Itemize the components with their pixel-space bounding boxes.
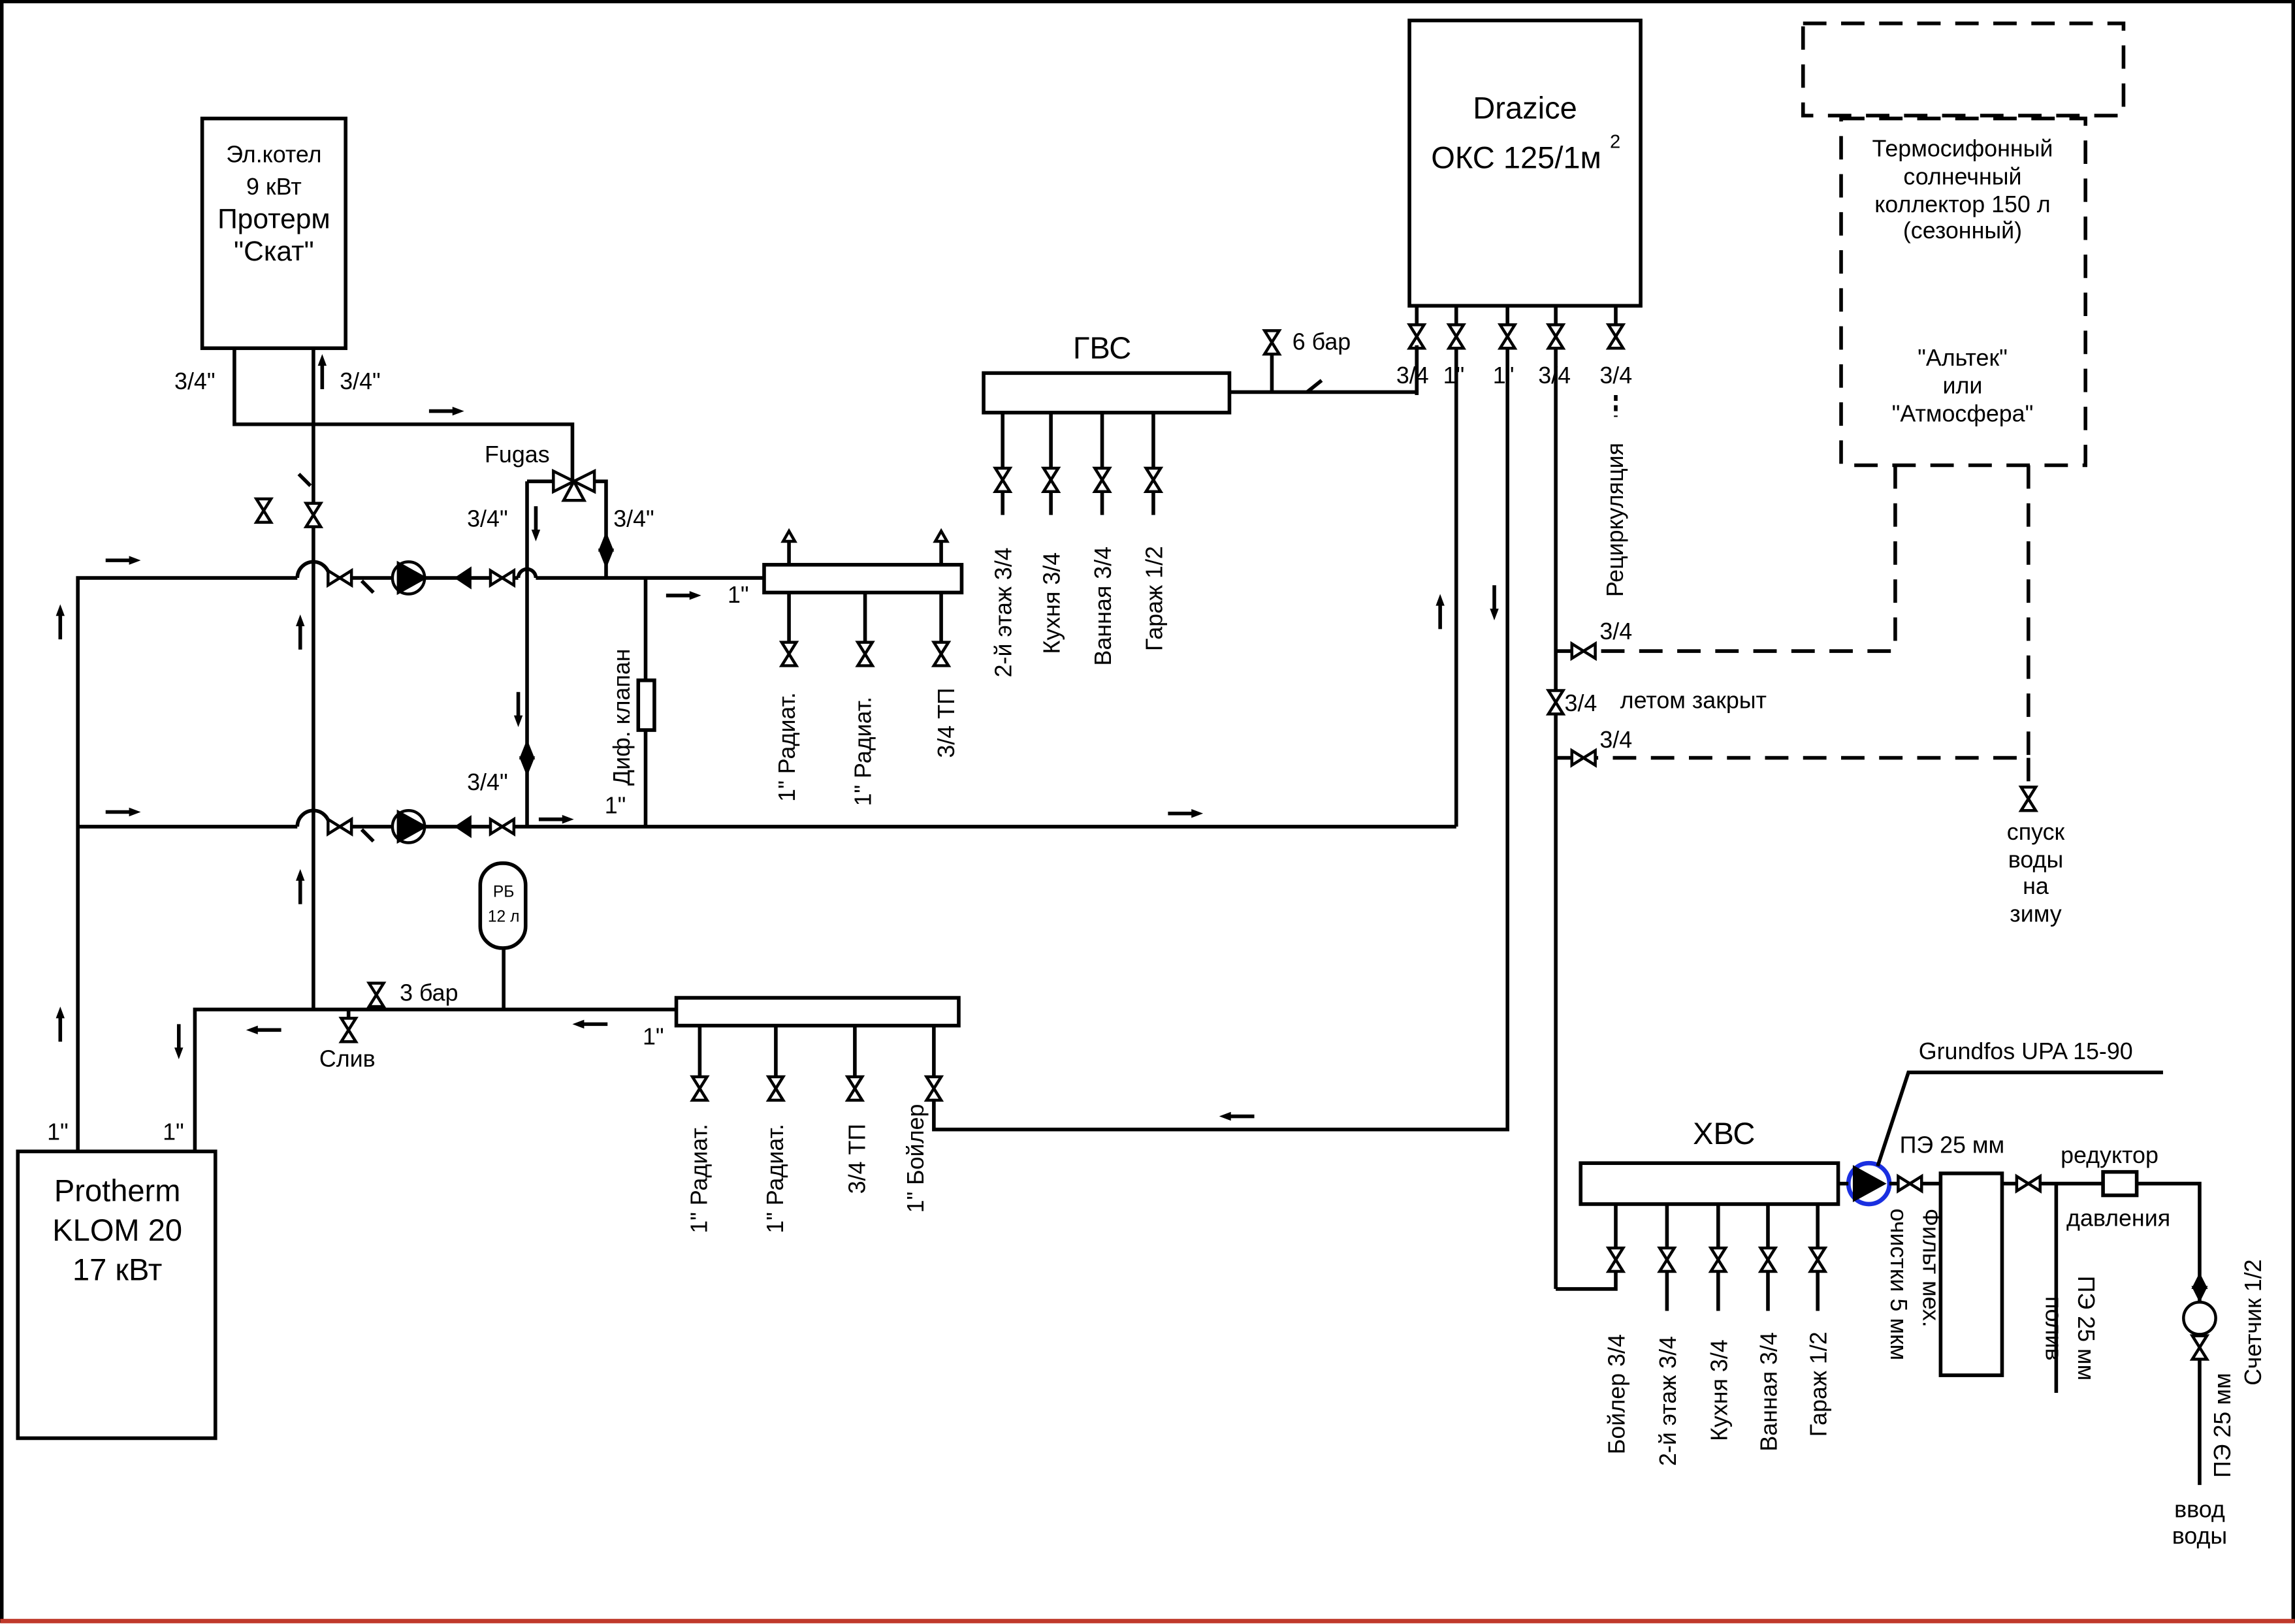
- hvs-outlets: Бойлер 3/4 2-й этаж 3/4 Кухня 3/4 Ванная…: [1603, 1203, 1832, 1466]
- gvs-outlet-2: Кухня 3/4: [1039, 552, 1065, 654]
- solar-line4: (сезонный): [1903, 217, 2022, 244]
- inlet-line1: ввод: [2174, 1496, 2225, 1522]
- main-boiler-out-size: 1": [47, 1119, 69, 1145]
- summer-closed-label: летом закрыт: [1620, 687, 1767, 713]
- el-boiler-line4: "Скат": [234, 236, 314, 267]
- bottom-heating-manifold: [674, 996, 961, 1028]
- inlet-pe-label: ПЭ 25 мм: [2209, 1373, 2236, 1478]
- irrigation-line2: ПЭ 25 мм: [2073, 1276, 2099, 1381]
- bottom-outlet-4: 1" Бойлер: [903, 1104, 929, 1213]
- reducer-line2: давления: [2066, 1205, 2170, 1232]
- drain-winter-2: воды: [2008, 847, 2063, 873]
- gvs-outlet-4: Гараж 1/2: [1141, 546, 1167, 651]
- fugas-right-size: 3/4": [613, 506, 654, 532]
- main-boiler: Protherm KLOM 20 17 кВт: [16, 1149, 217, 1441]
- tank-sup: 2: [1610, 131, 1620, 152]
- fugas-label: Fugas: [485, 441, 550, 468]
- bottom-manifold-size: 1": [643, 1024, 664, 1050]
- hvs-outlet-2: 2-й этаж 3/4: [1655, 1336, 1681, 1466]
- top-heating-outlets: 1" Радиат. 1" Радиат. 3/4 ТП: [774, 592, 959, 806]
- solar-conn-1: 3/4: [1599, 618, 1632, 645]
- filter-line2: очистки 5 мкм: [1886, 1209, 1912, 1361]
- gvs-outlet-1: 2-й этаж 3/4: [991, 547, 1017, 677]
- solar-collector: Термосифонный солнечный коллектор 150 л …: [1839, 116, 2087, 468]
- gvs-title: ГВС: [1073, 330, 1131, 365]
- gvs-outlets: 2-й этаж 3/4 Кухня 3/4 Ванная 3/4 Гараж …: [991, 412, 1167, 677]
- hvs-title: ХВС: [1693, 1116, 1755, 1151]
- water-meter: [2182, 1300, 2217, 1336]
- safety-valve-pressure: 3 бар: [400, 980, 458, 1006]
- bottom-outlet-1: 1" Радиат.: [686, 1124, 713, 1234]
- solar-conn-2: 3/4: [1599, 727, 1632, 753]
- drain-winter-3: на: [2023, 873, 2049, 899]
- gvs-manifold: [982, 371, 1232, 415]
- drain-winter-4: зиму: [2010, 901, 2061, 927]
- gvs-pressure: 6 бар: [1292, 328, 1351, 355]
- rb-volume: 12 л: [488, 908, 520, 926]
- inlet-line2: воды: [2172, 1523, 2227, 1549]
- el-boiler-out-size: 3/4": [174, 368, 216, 394]
- tank-conn-1: 3/4: [1396, 362, 1429, 389]
- expansion-tank: [478, 861, 528, 950]
- hvs-manifold: [1579, 1161, 1840, 1206]
- solar-line3: коллектор 150 л: [1874, 191, 2050, 217]
- tank-line1: Drazice: [1473, 90, 1577, 125]
- tank-conn-4: 3/4: [1538, 362, 1571, 389]
- tank-conn-3: 1": [1493, 362, 1515, 389]
- rb-label: РБ: [493, 883, 515, 900]
- solar-line5: "Альтек": [1918, 345, 2008, 371]
- el-boiler-line3: Протерм: [217, 204, 330, 235]
- top-heating-manifold: [762, 563, 964, 595]
- top-outlet-2: 1" Радиат.: [850, 697, 876, 806]
- main-boiler-in-size: 1": [163, 1119, 184, 1145]
- solar-line2: солнечный: [1903, 163, 2021, 189]
- bottom-heating-outlets: 1" Радиат. 1" Радиат. 3/4 ТП 1" Бойлер: [686, 1025, 941, 1234]
- grundfos-label: Grundfos UPA 15-90: [1919, 1038, 2133, 1064]
- el-boiler-line2: 9 кВт: [246, 174, 302, 200]
- solar-line7: "Атмосфера": [1892, 400, 2034, 426]
- filter-line1: Фильт мех.: [1918, 1209, 1944, 1328]
- electric-boiler: Эл.котел 9 кВт Протерм "Скат": [200, 116, 347, 351]
- top-outlet-3: 3/4 ТП: [933, 688, 959, 757]
- meter-label: Счетчик 1/2: [2240, 1259, 2266, 1385]
- bottom-outlet-3: 3/4 ТП: [844, 1124, 871, 1194]
- bottom-outlet-2: 1" Радиат.: [762, 1124, 788, 1234]
- reducer-line1: редуктор: [2061, 1142, 2159, 1168]
- hvs-outlet-3: Кухня 3/4: [1706, 1339, 1732, 1441]
- top-outlet-1: 1" Радиат.: [774, 692, 800, 802]
- gvs-outlet-3: Ванная 3/4: [1090, 547, 1116, 665]
- tank-conn-5: 3/4: [1599, 362, 1632, 389]
- drain-label: Слив: [319, 1045, 376, 1072]
- dif-valve-label: Диф. клапан: [609, 648, 635, 786]
- drain-winter-1: спуск: [2007, 819, 2065, 845]
- tank-conn-2: 1": [1443, 362, 1465, 389]
- summer-valve-size: 3/4: [1565, 690, 1597, 716]
- solar-line6: или: [1943, 373, 1983, 399]
- pressure-reducer: [2101, 1170, 2139, 1198]
- mechanical-filter: [1938, 1171, 2004, 1377]
- tank-line2: ОКС 125/1м: [1431, 140, 1601, 175]
- pe25-label: ПЭ 25 мм: [1900, 1132, 2005, 1158]
- solar-line1: Термосифонный: [1872, 136, 2053, 162]
- lower-size-label: 3/4": [467, 769, 508, 795]
- top-manifold-size: 1": [728, 582, 749, 608]
- hvs-outlet-5: Гараж 1/2: [1806, 1331, 1832, 1437]
- fugas-left-size: 3/4": [467, 506, 508, 532]
- hvs-outlet-4: Ванная 3/4: [1756, 1332, 1782, 1451]
- main-boiler-line3: 17 кВт: [72, 1252, 162, 1286]
- irrigation-line1: полив: [2041, 1296, 2067, 1361]
- hvs-outlet-1: Бойлер 3/4: [1603, 1334, 1629, 1454]
- el-boiler-in-size: 3/4": [340, 368, 381, 394]
- dif-valve-size: 1": [605, 793, 626, 819]
- main-boiler-line2: KLOM 20: [52, 1213, 182, 1247]
- solar-panel: [1801, 22, 2126, 118]
- el-boiler-line1: Эл.котел: [226, 142, 321, 168]
- main-boiler-line1: Protherm: [54, 1173, 180, 1207]
- water-heater-drazice: Drazice ОКС 125/1м 2: [1407, 18, 1643, 308]
- recirculation-label: Рециркуляция: [1602, 443, 1628, 597]
